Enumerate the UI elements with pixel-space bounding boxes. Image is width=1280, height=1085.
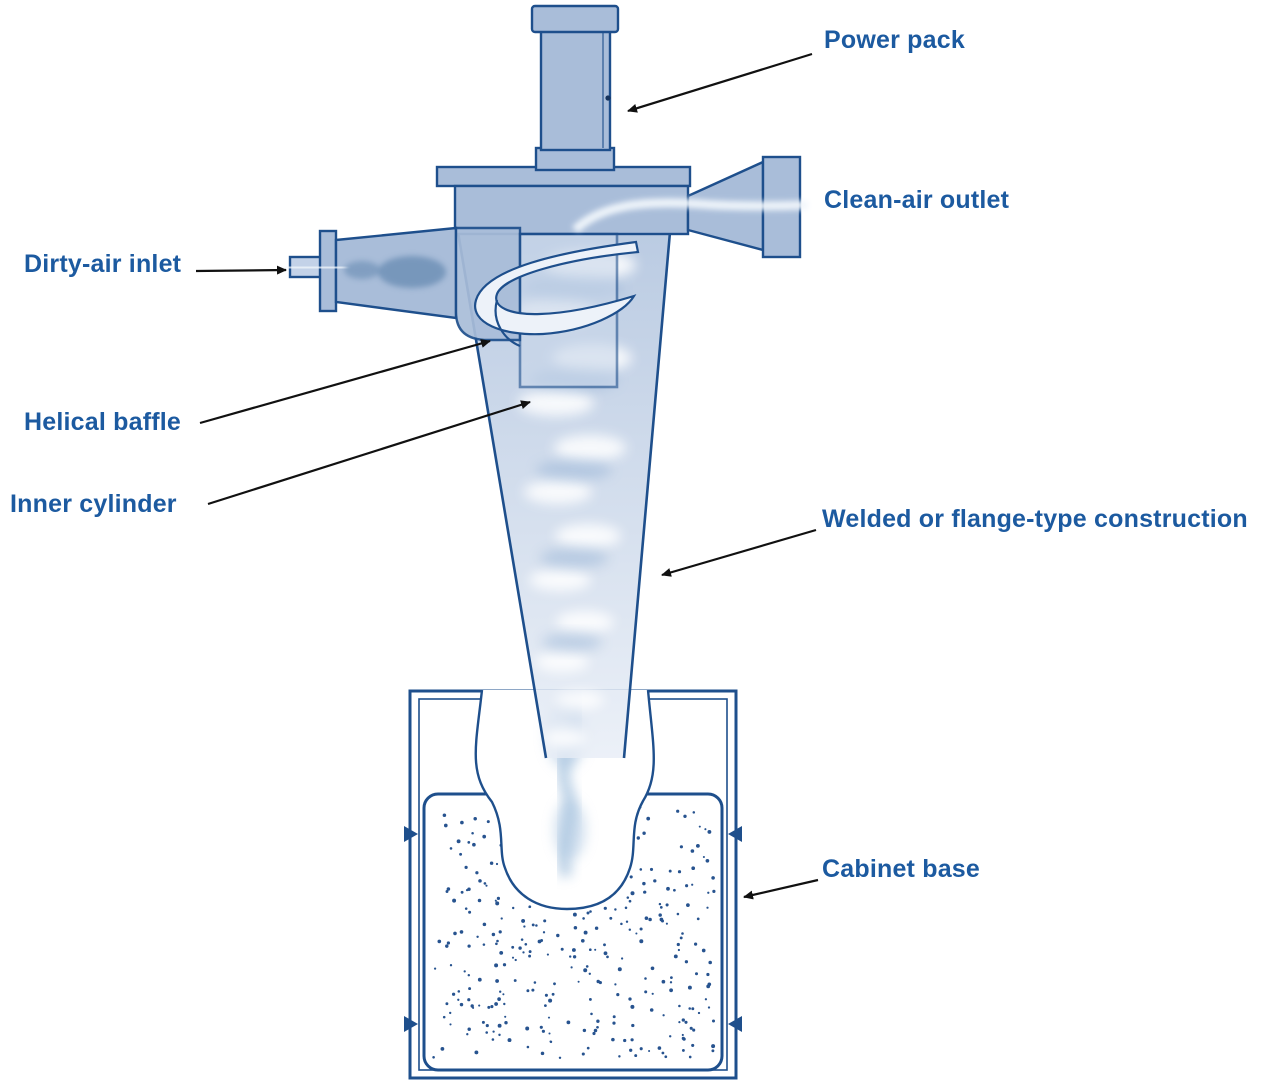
arrow-helical-baffle [199,339,491,425]
motor-bolt [605,95,611,101]
arrow-inner-cylinder [207,400,531,506]
label-power-pack: Power pack [824,26,965,54]
arrow-cabinet-base [743,878,819,900]
airflow-streaks [283,198,809,272]
arrow-welded-construction [661,528,817,577]
label-welded-construction: Welded or flange-type construction [822,505,1248,533]
label-clean-air-outlet: Clean-air outlet [824,186,1010,214]
callout-arrows [195,52,819,900]
helical-baffle-shape [473,240,640,348]
latch-left-top [404,826,418,842]
arrow-power-pack [627,52,813,113]
label-helical-baffle: Helical baffle [24,408,182,436]
latch-right-bottom [728,1016,742,1032]
label-cabinet-base: Cabinet base [822,855,981,883]
latch-left-bottom [404,1016,418,1032]
label-inner-cylinder: Inner cylinder [10,490,177,518]
label-dirty-air-inlet: Dirty-air inlet [24,250,182,278]
outlet-duct [435,165,692,236]
arrow-dirty-air-inlet [195,265,287,275]
power-pack-shape [530,4,620,172]
latch-right-top [728,826,742,842]
dust-particles [432,805,716,1060]
